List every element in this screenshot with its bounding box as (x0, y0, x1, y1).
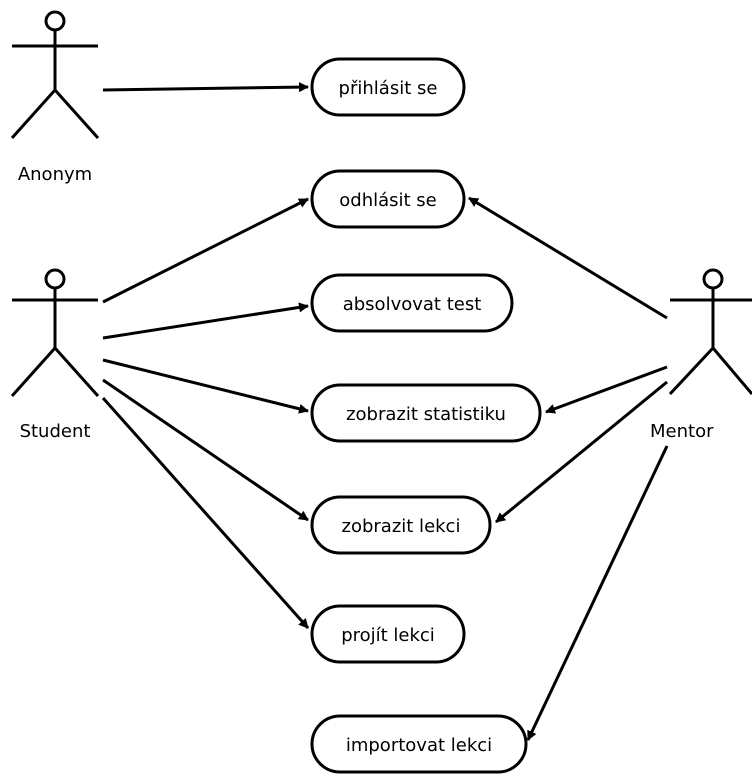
association-anonym-prihlasit-se (102, 82, 309, 93)
use-case-projit-lekci-label: projít lekci (341, 625, 435, 646)
actor-mentor: Mentor (650, 268, 752, 442)
actor-mentor-label: Mentor (650, 421, 714, 442)
use-case-zobrazit-statistiku-label: zobrazit statistiku (346, 404, 506, 425)
association-student-projit-lekci (101, 397, 310, 629)
use-case-importovat-lekci-label: importovat lekci (346, 735, 492, 756)
use-case-absolvovat-test-label: absolvovat test (343, 294, 482, 315)
association-mentor-zobrazit-lekci (495, 380, 668, 524)
use-case-odhlasit-se: odhlásit se (310, 169, 466, 229)
association-student-absolvovat-test (102, 302, 309, 340)
use-case-importovat-lekci: importovat lekci (310, 714, 528, 774)
use-case-projit-lekci: projít lekci (310, 604, 466, 664)
actor-anonym-label: Anonym (18, 164, 92, 185)
association-student-zobrazit-statistiku (102, 358, 309, 414)
association-mentor-odhlasit-se (468, 196, 668, 320)
use-case-absolvovat-test: absolvovat test (310, 273, 514, 333)
actor-student-label: Student (20, 421, 91, 442)
use-case-zobrazit-statistiku: zobrazit statistiku (310, 383, 542, 443)
use-case-zobrazit-lekci: zobrazit lekci (310, 495, 492, 555)
association-student-zobrazit-lekci (102, 378, 309, 522)
use-case-prihlasit-se: přihlásit se (310, 57, 466, 117)
use-case-prihlasit-se-label: přihlásit se (339, 78, 438, 99)
association-mentor-zobrazit-statistiku (545, 365, 668, 414)
association-student-odhlasit-se (102, 197, 309, 304)
use-case-zobrazit-lekci-label: zobrazit lekci (342, 516, 461, 537)
use-case-odhlasit-se-label: odhlásit se (339, 190, 437, 211)
actor-anonym: Anonym (10, 10, 100, 185)
association-mentor-importovat-lekci (526, 445, 669, 741)
actor-student: Student (10, 268, 100, 442)
